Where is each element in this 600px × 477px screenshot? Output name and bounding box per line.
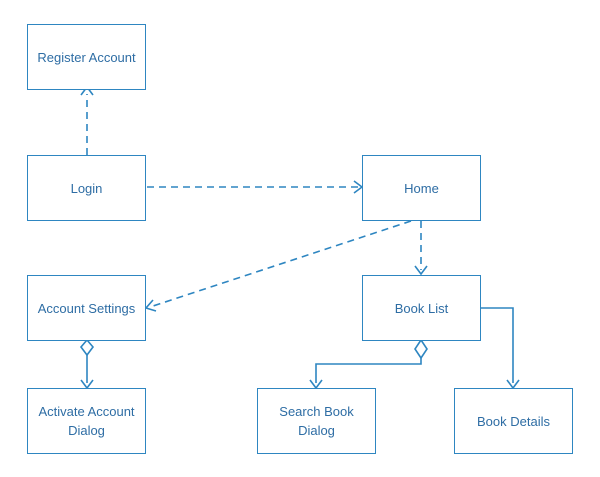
- edge-book-list-to-search-dialog: [315, 358, 422, 383]
- node-search-book-dialog-line2: Dialog: [298, 423, 335, 438]
- node-login[interactable]: Login: [27, 155, 146, 221]
- node-account-settings[interactable]: Account Settings: [27, 275, 146, 341]
- node-activate-account-dialog-line2: Dialog: [68, 423, 105, 438]
- diamond-account-settings: [79, 338, 95, 357]
- node-book-list-label: Book List: [394, 300, 449, 316]
- edge-book-list-to-book-details: [481, 307, 514, 383]
- node-book-details-label: Book Details: [477, 413, 550, 429]
- node-search-book-dialog-line1: Search Book: [279, 404, 354, 419]
- arrowhead-account-settings: [144, 299, 157, 312]
- node-register-account-label: Register Account: [37, 49, 136, 65]
- node-login-label: Login: [70, 180, 103, 196]
- node-register-account[interactable]: Register Account: [27, 24, 146, 90]
- arrowhead-book-list: [414, 265, 428, 276]
- edge-home-to-account-settings: [149, 220, 412, 308]
- node-search-book-dialog[interactable]: Search Book Dialog: [257, 388, 376, 454]
- node-activate-account-dialog-line1: Activate Account: [38, 404, 135, 419]
- node-home-label: Home: [404, 180, 439, 196]
- node-home[interactable]: Home: [362, 155, 481, 221]
- node-book-details[interactable]: Book Details: [454, 388, 573, 454]
- node-activate-account-dialog[interactable]: Activate Account Dialog: [27, 388, 146, 454]
- node-account-settings-label: Account Settings: [37, 300, 136, 316]
- node-book-list[interactable]: Book List: [362, 275, 481, 341]
- diamond-book-list: [414, 338, 428, 360]
